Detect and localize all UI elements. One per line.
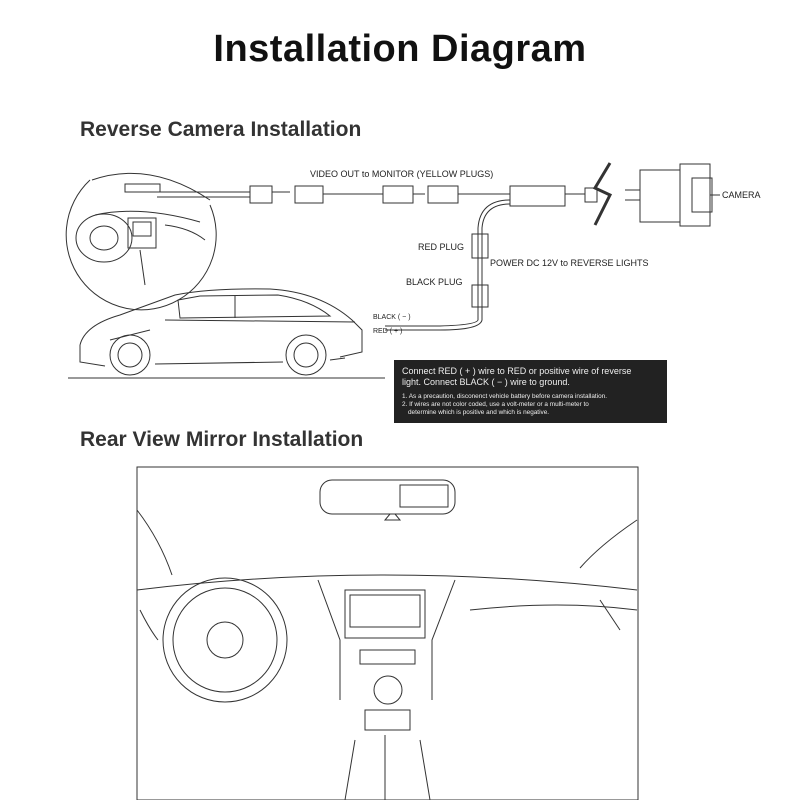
black-plug-label: BLACK PLUG (406, 277, 463, 287)
note-item-2a: 2. If wires are not color coded, use a v… (402, 401, 589, 408)
red-wire-label: RED ( + ) (373, 328, 403, 335)
car-side-view (79, 288, 363, 376)
camera-label: CAMERA (722, 190, 761, 200)
camera-icon (625, 163, 720, 227)
video-out-label: VIDEO OUT to MONITOR (YELLOW PLUGS) (310, 169, 494, 179)
page-title: Installation Diagram (213, 28, 587, 70)
dashboard-drawing (136, 466, 639, 800)
note-main-line-2: light. Connect BLACK ( − ) wire to groun… (402, 377, 570, 387)
note-main-line-1: Connect RED ( + ) wire to RED or positiv… (402, 366, 632, 376)
section-title-reverse-camera: Reverse Camera Installation (80, 118, 362, 141)
section-title-rear-mirror: Rear View Mirror Installation (80, 428, 364, 451)
red-plug-label: RED PLUG (418, 242, 465, 252)
video-cable (157, 185, 598, 207)
power-cable (385, 199, 511, 331)
installation-note-box: Connect RED ( + ) wire to RED or positiv… (394, 360, 667, 423)
note-item-2b: determine which is positive and which is… (408, 409, 550, 416)
power-label: POWER DC 12V to REVERSE LIGHTS (490, 258, 649, 268)
black-wire-label: BLACK ( − ) (373, 314, 411, 321)
interior-inset (65, 172, 217, 311)
wireless-signal-icon (592, 162, 613, 226)
note-item-1: 1. As a precaution, disconenct vehicle b… (402, 393, 607, 400)
